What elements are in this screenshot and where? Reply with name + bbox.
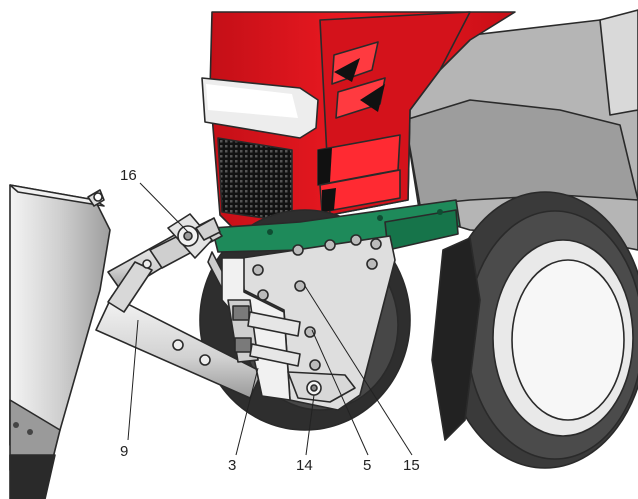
callout-3: 3 xyxy=(228,457,236,474)
leader-5 xyxy=(311,329,369,456)
green-bracket xyxy=(211,199,461,253)
callout-5: 5 xyxy=(363,457,371,474)
headlight-band xyxy=(201,77,319,139)
callout-15: 15 xyxy=(403,457,420,474)
leader-3 xyxy=(235,367,259,456)
lower-bracket xyxy=(227,299,301,367)
leader-9 xyxy=(127,319,139,441)
leader-lines xyxy=(127,182,413,456)
rear-tire xyxy=(431,191,638,469)
front-grille xyxy=(217,137,293,223)
lower-pin xyxy=(287,371,356,403)
callout-16: 16 xyxy=(120,167,137,184)
callout-9: 9 xyxy=(120,443,128,460)
leader-15 xyxy=(304,285,413,456)
callout-14: 14 xyxy=(296,457,313,474)
snow-blade xyxy=(9,184,111,499)
leader-16 xyxy=(139,182,189,233)
leader-14 xyxy=(305,394,315,456)
callout-labels: 16 9 3 14 5 15 xyxy=(120,167,420,474)
tractor-body xyxy=(404,9,638,251)
